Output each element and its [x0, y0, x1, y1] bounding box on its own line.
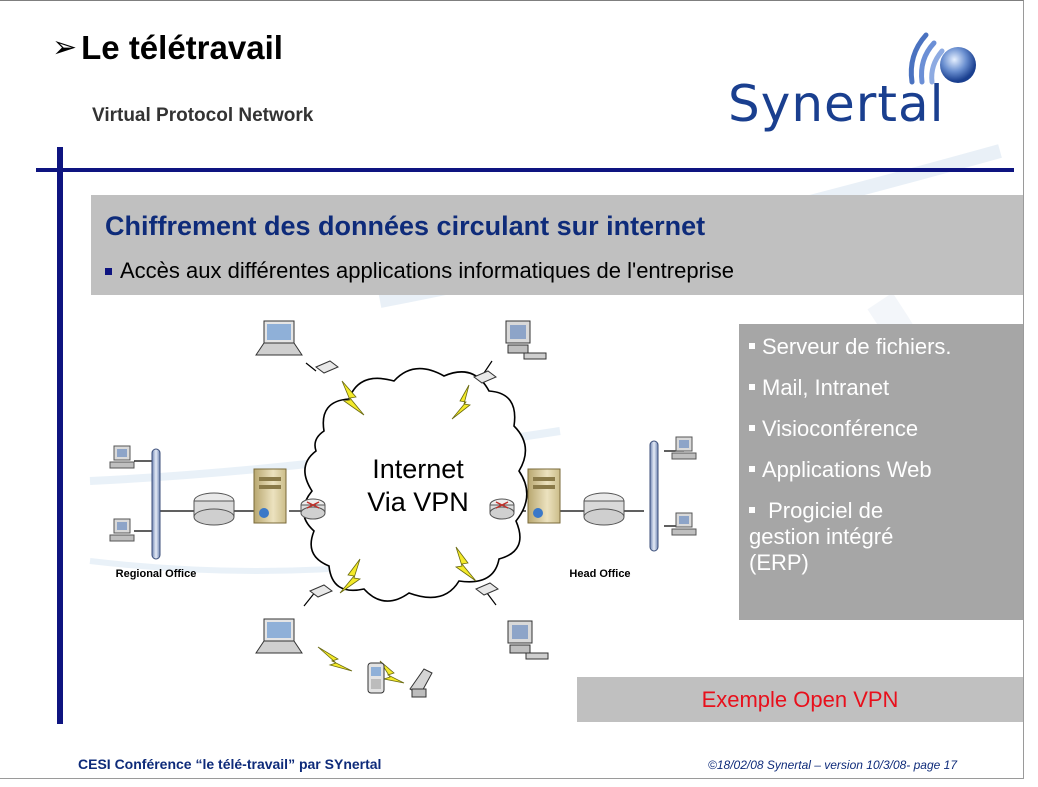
list-item: Applications Web	[749, 457, 952, 483]
square-bullet-icon	[749, 384, 755, 390]
cloud-label-line2: Via VPN	[367, 487, 469, 517]
list-item-text: Applications Web	[762, 457, 932, 482]
square-bullet-icon	[105, 267, 112, 275]
pda-icon	[409, 668, 433, 698]
slide: ➢ Le télétravail Virtual Protocol Networ…	[0, 0, 1024, 779]
list-item-line: gestion intégré	[749, 524, 894, 549]
page-title: Le télétravail	[81, 29, 283, 66]
footer-copyright: ©18/02/08 Synertal – version 10/3/08- pa…	[708, 758, 958, 772]
modem-icon	[309, 360, 499, 598]
heading-banner: Chiffrement des données circulant sur in…	[91, 195, 1023, 295]
signal-waves-icon	[908, 32, 976, 85]
router-icon	[300, 498, 326, 520]
laptop-icon	[255, 320, 303, 356]
laptop-icon	[255, 618, 303, 654]
section-heading: Chiffrement des données circulant sur in…	[105, 211, 706, 241]
regional-office-label: Regional Office	[116, 568, 197, 580]
list-item-text: Serveur de fichiers.	[762, 334, 952, 359]
regional-lan-bar	[151, 448, 161, 560]
page-subtitle: Virtual Protocol Network	[92, 105, 314, 126]
cloud-icon	[302, 367, 528, 602]
router-icon	[489, 498, 515, 520]
list-item: Serveur de fichiers.	[749, 334, 952, 360]
server-icon	[527, 468, 561, 524]
desktop-computer-icon	[109, 518, 135, 542]
list-item-text: Mail, Intranet	[762, 375, 890, 400]
example-open-vpn-box: Exemple Open VPN	[577, 677, 1023, 722]
square-bullet-icon	[749, 425, 755, 431]
desktop-computer-icon	[671, 512, 697, 536]
main-bullet: Accès aux différentes applications infor…	[105, 258, 734, 284]
square-bullet-icon	[749, 507, 755, 513]
desktop-computer-icon	[109, 445, 135, 469]
list-item-text: Progiciel de	[768, 498, 884, 523]
applications-box: Serveur de fichiers. Mail, Intranet Visi…	[739, 324, 1023, 620]
server-icon	[253, 468, 287, 524]
vpn-network-diagram: Internet Via VPN	[109, 320, 697, 698]
lightning-icon	[317, 380, 477, 684]
square-bullet-icon	[749, 343, 755, 349]
list-item: Visioconférence	[749, 416, 952, 442]
list-item-text: Visioconférence	[762, 416, 919, 441]
hub-icon	[193, 492, 235, 526]
synertal-logo: Synertal	[728, 27, 998, 143]
cloud-label-line1: Internet	[372, 454, 464, 484]
desktop-computer-icon	[671, 436, 697, 460]
desktop-computer-icon	[507, 620, 549, 660]
head-lan-bar	[649, 440, 659, 552]
footer-conference-label: CESI Conférence “le télé-travail” par SY…	[78, 756, 382, 772]
main-bullet-text: Accès aux différentes applications infor…	[120, 258, 735, 283]
hub-icon	[583, 492, 625, 526]
square-bullet-icon	[749, 466, 755, 472]
mobile-phone-icon	[367, 662, 385, 694]
list-item: Mail, Intranet	[749, 375, 952, 401]
list-item-line: Progiciel de	[749, 498, 883, 524]
list-item: Progiciel de gestion intégré (ERP)	[749, 498, 952, 576]
arrow-bullet-icon: ➢	[52, 31, 78, 64]
logo-wordmark: Synertal	[728, 75, 945, 133]
title-row: ➢ Le télétravail	[52, 29, 283, 67]
horizontal-rule	[36, 168, 1014, 172]
applications-list: Serveur de fichiers. Mail, Intranet Visi…	[749, 334, 952, 576]
head-office-label: Head Office	[569, 568, 630, 580]
list-item-line: (ERP)	[749, 550, 809, 575]
vertical-rule	[57, 147, 63, 724]
desktop-computer-icon	[505, 320, 547, 360]
